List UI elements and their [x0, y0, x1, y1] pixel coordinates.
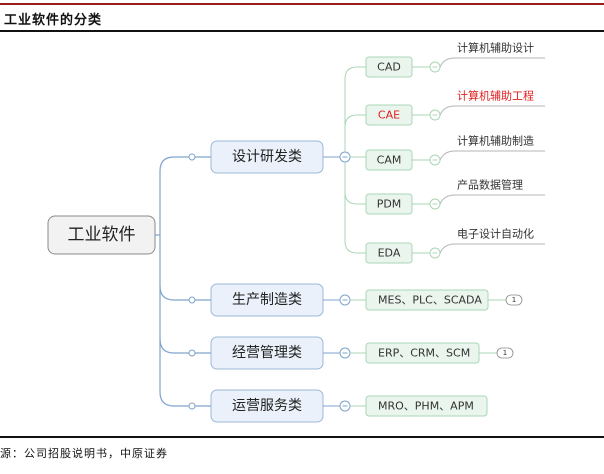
branch-line-3	[159, 391, 211, 407]
branch-dot-3	[188, 402, 196, 410]
note-underline-2	[439, 150, 545, 161]
subnode-label-cam: CAM	[377, 154, 402, 167]
category-label-3: 运营服务类	[232, 398, 302, 414]
note-label-0: 计算机辅助设计	[457, 41, 534, 55]
badge-1[interactable]	[505, 294, 523, 306]
branch-line-1	[159, 285, 211, 301]
badge-count-1: 1	[512, 296, 516, 304]
leaf-node-3[interactable]	[365, 395, 488, 417]
branch-dot-2	[188, 349, 196, 357]
branch-line-0	[159, 156, 211, 235]
source-note: 源：公司招股说明书，中原证券	[0, 447, 168, 460]
figure-title: 工业软件的分类	[4, 13, 103, 28]
branch-line-2	[159, 338, 211, 354]
branch-dot-0	[188, 153, 196, 161]
note-label-4: 电子设计自动化	[457, 227, 534, 241]
note-label-1: 计算机辅助工程	[457, 89, 534, 103]
branch-dot-1	[188, 296, 196, 304]
leaf-label-1: MES、PLC、SCADA	[378, 294, 482, 307]
note-label-3: 产品数据管理	[457, 178, 523, 192]
sub-line-top	[344, 66, 366, 152]
note-underline-1	[439, 105, 545, 116]
accent-bar	[0, 3, 604, 5]
badge-count-2: 1	[503, 349, 507, 357]
note-underline-3	[439, 194, 545, 205]
subnode-label-cae: CAE	[378, 109, 400, 122]
category-label-2: 经营管理类	[232, 345, 302, 361]
bottom-rule	[0, 436, 604, 438]
sub-line-bottom	[344, 162, 366, 254]
note-underline-4	[439, 243, 545, 254]
note-label-2: 计算机辅助制造	[457, 134, 534, 148]
leaf-label-3: MRO、PHM、APM	[378, 400, 474, 413]
badge-2[interactable]	[496, 347, 514, 359]
sub-line-1	[344, 114, 366, 128]
leaf-label-2: ERP、CRM、SCM	[378, 347, 470, 360]
top-rule	[0, 30, 604, 32]
note-underline-0	[439, 57, 545, 68]
root-node-label: 工业软件	[68, 225, 136, 245]
subnode-label-cad: CAD	[377, 61, 401, 74]
sub-line-3	[344, 191, 366, 205]
category-label-0: 设计研发类	[232, 149, 302, 165]
category-label-1: 生产制造类	[232, 292, 302, 308]
subnode-label-pdm: PDM	[377, 198, 402, 211]
subnode-label-eda: EDA	[378, 247, 401, 260]
